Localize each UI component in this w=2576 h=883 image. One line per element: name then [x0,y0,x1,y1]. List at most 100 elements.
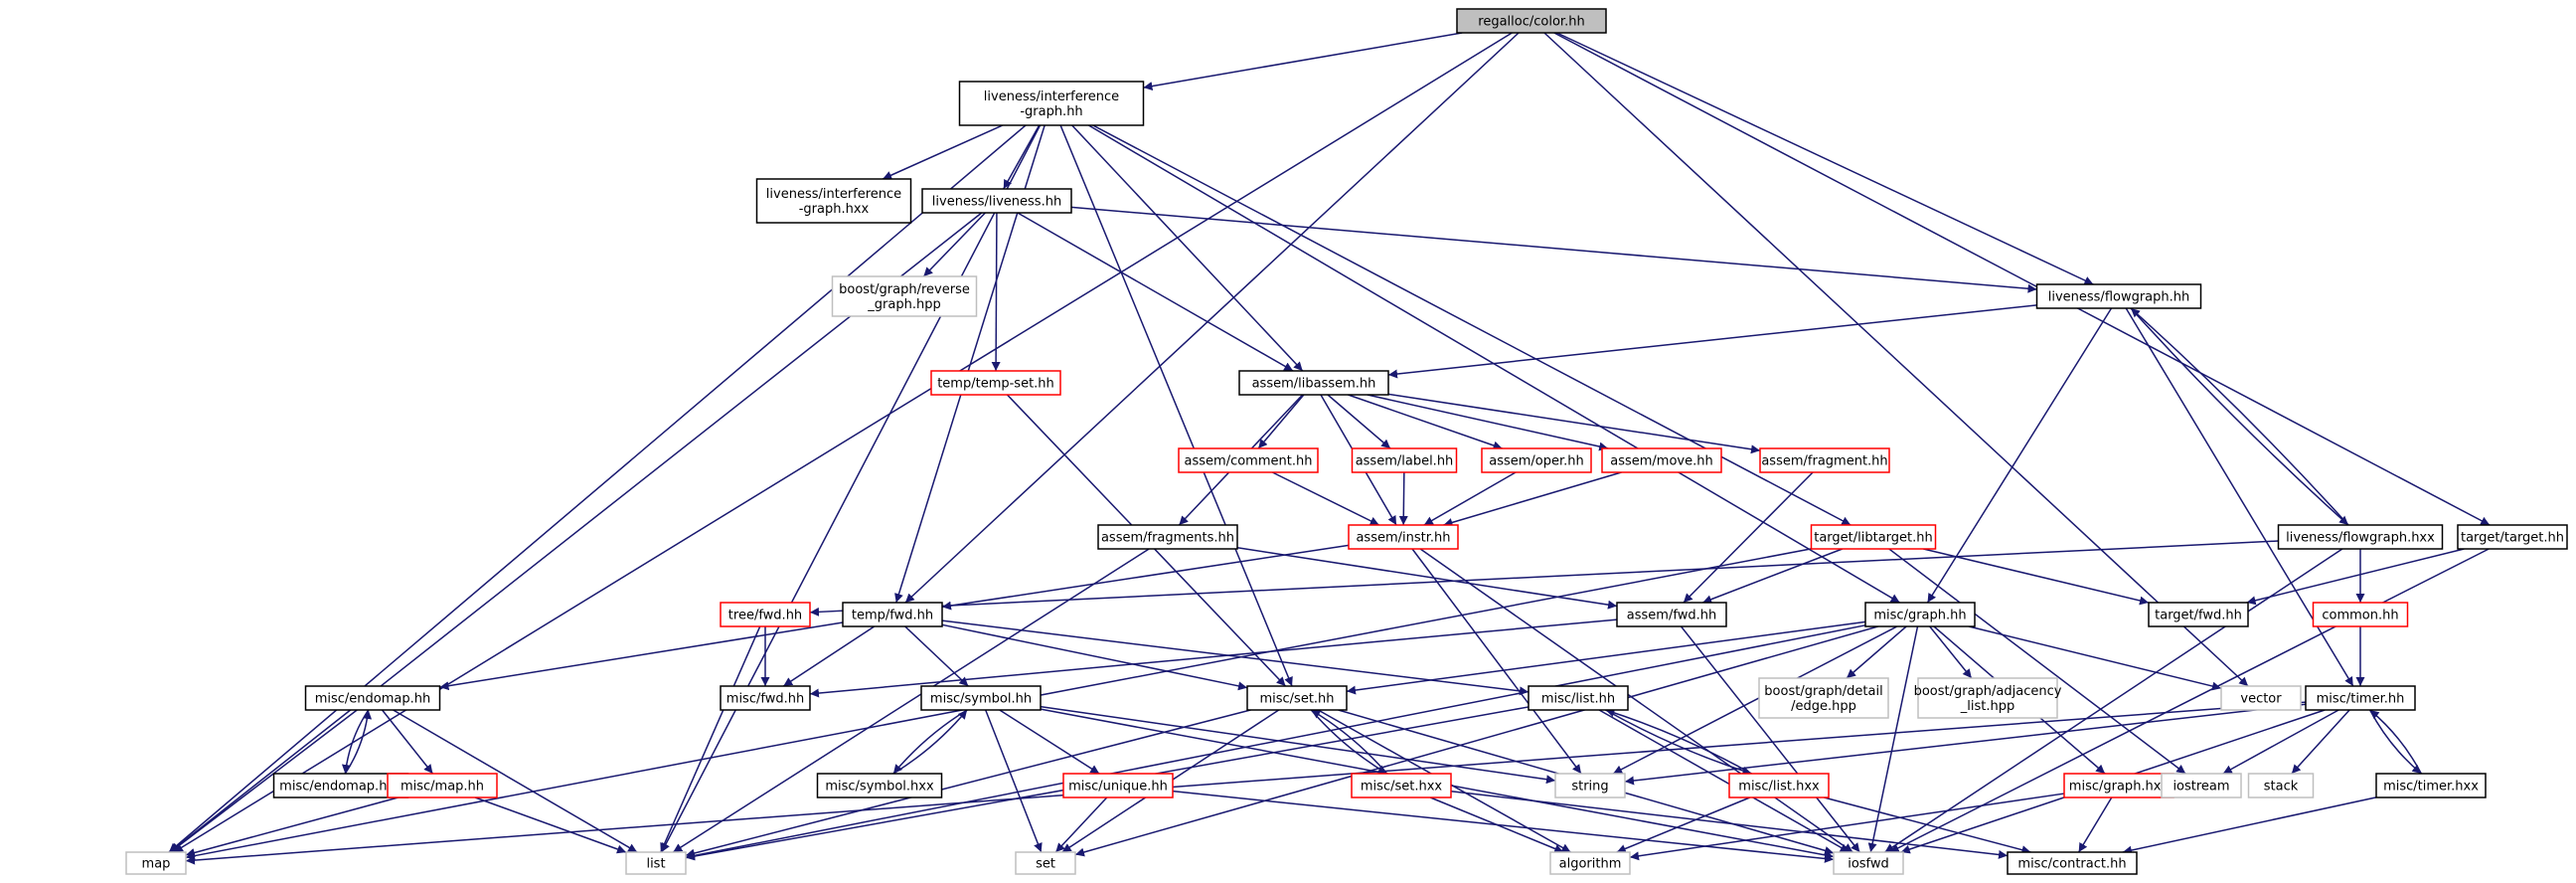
node-label: misc/unique.hh [1068,780,1168,795]
node-box [1601,447,1722,473]
node-box [1810,524,1937,550]
edge-unique-to-set [1054,796,1108,853]
node-fragment[interactable]: assem/fragment.hh [1759,447,1890,473]
edge-liveness-to-map [169,212,983,853]
edge-timer-to-stack [2291,709,2350,775]
node-label: misc/graph.hh [1873,609,1966,623]
node-map: map [125,851,187,875]
node-endomap[interactable]: misc/endomap.hh [304,685,441,711]
node-sethxx[interactable]: misc/set.hxx [1351,773,1452,798]
node-box [1616,602,1727,627]
node-label: assem/fragments.hh [1101,531,1234,546]
node-treefwd[interactable]: tree/fwd.hh [720,602,811,627]
node-flowgraphhxx[interactable]: liveness/flowgraph.hxx [2277,524,2444,550]
node-common[interactable]: common.hh [2312,602,2409,627]
node-symbol[interactable]: misc/symbol.hh [920,685,1042,711]
node-adjlist: boost/graph/adjacency_list.hpp [1914,677,2062,719]
node-libtarget[interactable]: target/libtarget.hh [1810,524,1937,550]
node-tempfwd[interactable]: temp/fwd.hh [842,602,943,627]
edge-timer-to-string [1624,703,2307,786]
edge-symbol-to-symbolhxx [892,709,968,775]
node-label: assem/move.hh [1610,454,1712,469]
node-graphhxx[interactable]: misc/graph.hxx [2063,773,2174,798]
node-box [720,685,811,711]
node-instr[interactable]: assem/instr.hh [1348,524,1459,550]
node-comment[interactable]: assem/comment.hh [1178,447,1319,473]
edge-liveness-to-tempset [991,212,1001,372]
node-label: misc/set.hh [1259,692,1334,707]
edge-fragment-to-assemfwd [1683,471,1814,604]
edge-timer-to-map [185,701,2307,865]
node-edgehpp: boost/graph/detail/edge.hpp [1758,677,1889,719]
edge-liveness-to-revgraph [922,212,986,277]
node-box [1015,851,1076,875]
node-miscfwd[interactable]: misc/fwd.hh [720,685,811,711]
node-box [958,81,1145,126]
node-contract[interactable]: misc/contract.hh [2007,851,2138,875]
node-label: assem/fwd.hh [1627,609,1716,623]
edge-listhxx-to-algorithm [1616,796,1751,853]
node-box [1481,447,1592,473]
node-timerhxx[interactable]: misc/timer.hxx [2375,773,2487,798]
node-box [720,602,811,627]
edge-miscgraph-to-list [685,624,1866,860]
edge-symbol-to-unique [999,709,1100,775]
edge-symbol-to-string [1040,705,1556,785]
edge-targettarget-to-targetfwd [2246,548,2465,606]
node-timer[interactable]: misc/timer.hh [2305,685,2416,711]
node-label[interactable]: assem/label.hh [1351,447,1458,473]
node-stack: stack [2247,773,2315,798]
edge-igraph-to-libassem [1071,124,1304,372]
node-label: liveness/flowgraph.hh [2048,290,2190,305]
node-liveness[interactable]: liveness/liveness.hh [921,188,1072,214]
node-igraphhxx[interactable]: liveness/interference-graph.hxx [755,178,912,224]
edge-endomap-to-list [393,709,638,853]
node-label: _graph.hpp [867,297,940,312]
node-label: set [1036,857,1055,872]
node-fragments[interactable]: assem/fragments.hh [1097,524,1238,550]
node-label: -graph.hh [1020,104,1082,119]
edge-flowgraph-to-libassem [1387,304,2037,379]
edge-flowgraphhxx-to-iosfwd [1884,548,2343,853]
node-mapmisc[interactable]: misc/map.hh [387,773,498,798]
node-label: list [646,857,665,872]
node-tempset[interactable]: temp/temp-set.hh [930,370,1061,396]
node-miscgraph[interactable]: misc/graph.hh [1864,602,1976,627]
edge-move-to-instr [1443,471,1622,527]
node-box [125,851,187,875]
edge-libassem-to-comment [1257,394,1305,449]
node-box [755,178,912,224]
node-assemfwd[interactable]: assem/fwd.hh [1616,602,1727,627]
node-oper[interactable]: assem/oper.hh [1481,447,1592,473]
edge-instr-to-iosfwd [1419,548,1853,853]
edge-oper-to-instr [1423,471,1517,526]
node-igraph[interactable]: liveness/interference-graph.hh [958,81,1145,126]
node-targetfwd[interactable]: target/fwd.hh [2148,602,2249,627]
node-box [930,370,1061,396]
node-miscset[interactable]: misc/set.hh [1246,685,1348,711]
edge-targettarget-to-iosfwd [1889,548,2490,853]
node-iosfwd: iosfwd [1833,851,1904,875]
node-label: assem/label.hh [1356,454,1454,469]
node-box [1549,851,1631,875]
node-move[interactable]: assem/move.hh [1601,447,1722,473]
node-label: -graph.hxx [799,202,870,217]
node-targettarget[interactable]: target/target.hh [2457,524,2568,550]
node-listhxx[interactable]: misc/list.hxx [1728,773,1830,798]
node-symbolhxx[interactable]: misc/symbol.hxx [816,773,943,798]
node-string: string [1554,773,1626,798]
node-unique[interactable]: misc/unique.hh [1062,773,1174,798]
node-misclist[interactable]: misc/list.hh [1528,685,1629,711]
edge-flowgraph-to-flowgraphhxx [2130,307,2349,526]
node-box [2457,524,2568,550]
node-libassem[interactable]: assem/libassem.hh [1238,370,1389,396]
edge-timerhxx-to-timer [2369,709,2422,775]
edge-misclist-to-listhxx [1605,709,1752,776]
node-flowgraph[interactable]: liveness/flowgraph.hh [2035,283,2202,309]
node-iostream: iostream [2161,773,2242,798]
node-box [1917,677,2058,719]
node-color[interactable]: regalloc/color.hh [1456,8,1607,34]
node-label: boost/graph/reverse [839,282,970,297]
node-box [2063,773,2174,798]
edge-mapmisc-to-map [185,796,399,857]
